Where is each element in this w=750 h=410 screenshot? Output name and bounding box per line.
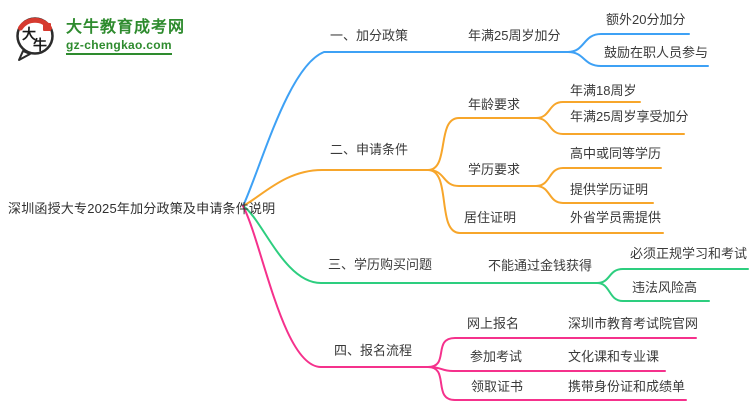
connector-take-exam xyxy=(427,366,666,372)
node-age-requirement: 年龄要求 xyxy=(468,97,521,112)
logo-bull-icon: 大 牛 xyxy=(16,17,54,61)
connector-illegal-risk xyxy=(596,282,710,302)
node-age-18: 年满18周岁 xyxy=(570,83,637,98)
node-residence-proof: 居住证明 xyxy=(464,210,517,225)
node-education-proof: 提供学历证明 xyxy=(570,182,649,197)
node-id-transcript: 携带身份证和成绩单 xyxy=(568,379,686,394)
node-formal-study-exam: 必须正规学习和考试 xyxy=(630,246,748,261)
connector-age-18 xyxy=(535,101,641,119)
root-topic: 深圳函授大专2025年加分政策及申请条件说明 xyxy=(8,201,276,216)
node-culture-major-courses: 文化课和专业课 xyxy=(568,349,660,364)
logo-seal xyxy=(43,23,51,31)
node-get-certificate: 领取证书 xyxy=(471,379,524,394)
brand-name: 大牛教育成考网 xyxy=(66,19,186,36)
node-online-registration: 网上报名 xyxy=(467,316,520,331)
node-extra-20-points: 额外20分加分 xyxy=(606,12,686,27)
connector-root-diploma-purchase xyxy=(242,205,598,284)
node-take-exam: 参加考试 xyxy=(470,349,523,364)
brand-domain: gz-chengkao.com xyxy=(66,38,172,55)
branch-diploma-purchase: 三、学历购买问题 xyxy=(328,257,433,272)
connector-online-registration xyxy=(427,337,697,368)
branch-bonus-policy: 一、加分政策 xyxy=(330,28,409,43)
branch-application-conditions: 二、申请条件 xyxy=(330,142,409,157)
connector-education-proof xyxy=(535,185,654,204)
connector-age-requirement xyxy=(427,117,537,171)
brand-text: 大牛教育成考网 gz-chengkao.com xyxy=(66,14,185,55)
branch-registration-process: 四、报名流程 xyxy=(334,343,413,358)
node-age-25-enjoy-bonus: 年满25周岁享受加分 xyxy=(570,109,689,124)
connector-root-registration-process xyxy=(242,205,429,368)
logo-char-da: 大 xyxy=(22,26,36,42)
node-exam-office-site: 深圳市教育考试院官网 xyxy=(568,316,699,331)
connector-age-25-bonus xyxy=(535,117,685,135)
connector-encourage-working xyxy=(567,51,709,67)
connector-root-bonus-policy xyxy=(242,51,569,207)
node-highschool-equivalent: 高中或同等学历 xyxy=(570,146,662,161)
node-education-requirement: 学历要求 xyxy=(468,162,521,177)
node-age25-bonus: 年满25周岁加分 xyxy=(468,28,561,43)
connector-get-certificate xyxy=(427,366,687,401)
node-out-of-province: 外省学员需提供 xyxy=(570,210,662,225)
node-cannot-buy: 不能通过金钱获得 xyxy=(488,258,593,273)
connector-residence-proof xyxy=(427,169,664,234)
connector-root-application-conditions xyxy=(242,169,429,207)
node-encourage-working: 鼓励在职人员参与 xyxy=(604,45,709,60)
connector-highschool-equivalent xyxy=(535,167,662,187)
connector-extra-20-points xyxy=(567,33,690,53)
node-illegal-risk: 违法风险高 xyxy=(632,280,698,295)
site-logo: 大 牛 大牛教育成考网 gz-chengkao.com xyxy=(14,14,185,62)
logo-char-niu: 牛 xyxy=(33,37,47,53)
